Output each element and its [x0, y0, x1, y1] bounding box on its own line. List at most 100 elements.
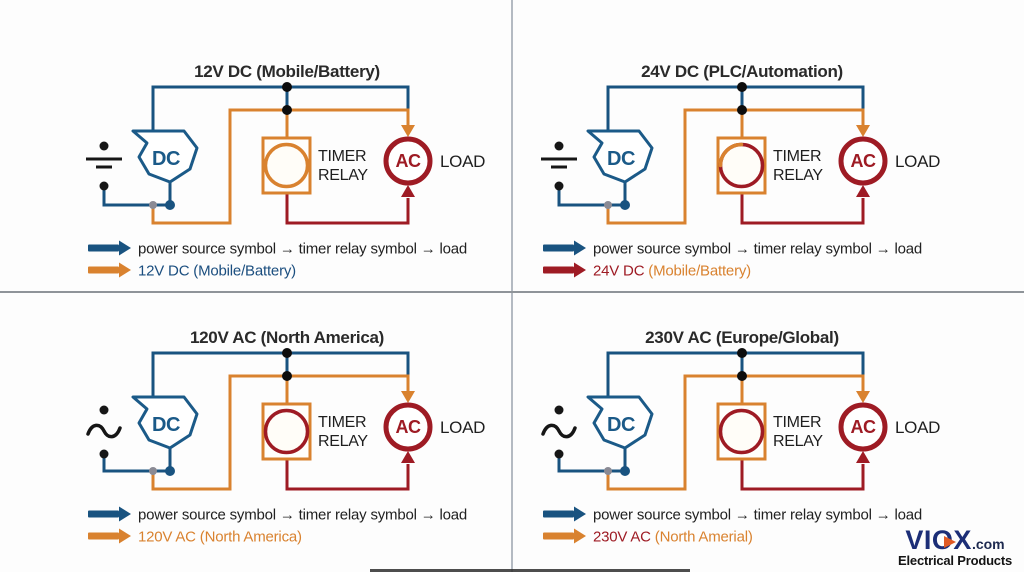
quadrant-230v-ac: 230V AC (Europe/Global): [512, 286, 1024, 572]
relay-label-line1: TIMER: [773, 414, 821, 431]
ac-load-circle: [838, 136, 888, 186]
battery-dot-top: [99, 141, 109, 151]
load-label: LOAD: [440, 418, 485, 437]
legend-arrow-shaft: [543, 266, 574, 274]
red-arrowhead-icon: [401, 451, 415, 463]
legend-line-flow: power source symbol → timer relay symbol…: [543, 506, 922, 524]
junction-dot-blue: [165, 200, 175, 210]
junction-dot: [737, 105, 747, 115]
load-symbol: AC LOAD: [383, 136, 485, 186]
blue-return-wire: [557, 182, 627, 207]
relay-circle: [718, 408, 765, 455]
dc-module-label: DC: [607, 414, 635, 436]
junction-dot: [282, 82, 292, 92]
diagram-title: 230V AC (Europe/Global): [645, 328, 839, 347]
timer-relay-symbol: TIMER RELAY: [261, 402, 369, 461]
load-label: LOAD: [440, 152, 485, 171]
logo-domain-suffix: .com: [971, 536, 1005, 553]
power-source-symbol: DC: [86, 395, 199, 476]
diagram-title: 12V DC (Mobile/Battery): [194, 62, 380, 81]
red-output-wire: [285, 459, 410, 491]
ac-dot-top: [99, 405, 109, 415]
timer-relay-circuit-diagram: 120V AC (North America): [86, 328, 485, 546]
legend-text: power source symbol → timer relay symbol…: [138, 241, 467, 258]
legend-text: power source symbol → timer relay symbol…: [593, 241, 922, 258]
junction-dot-gray: [149, 201, 157, 209]
power-source-symbol: DC: [541, 129, 654, 210]
wires: [102, 351, 415, 491]
dc-module-label: DC: [152, 148, 180, 170]
timer-relay-symbol: TIMER RELAY: [716, 402, 824, 461]
battery-dot-top: [554, 141, 564, 151]
junction-dot-gray: [604, 467, 612, 475]
orange-supply-wire: [606, 108, 865, 225]
junction-dot-blue: [620, 200, 630, 210]
legend-line-voltage: 120V AC (North America): [88, 528, 302, 546]
horizontal-divider: [0, 291, 1024, 293]
load-label: LOAD: [895, 418, 940, 437]
timer-relay-symbol: TIMER RELAY: [716, 136, 824, 195]
legend-text: 12V DC (Mobile/Battery): [138, 263, 296, 280]
battery-symbol: [86, 141, 122, 191]
legend-arrow-shaft: [543, 532, 574, 540]
red-output-wire: [740, 459, 865, 491]
red-arrowhead-icon: [856, 451, 870, 463]
wires: [557, 351, 870, 491]
legend-arrow-shaft: [543, 510, 574, 518]
orange-arrowhead-icon: [856, 125, 870, 137]
dc-module-outline: [131, 395, 199, 450]
legend-text: power source symbol → timer relay symbol…: [593, 507, 922, 524]
timer-relay-circuit-diagram: 24V DC (PLC/Automation): [541, 62, 940, 280]
dc-module-outline: [586, 129, 654, 184]
dc-module-label: DC: [607, 148, 635, 170]
relay-label-line2: RELAY: [773, 433, 823, 450]
vertical-divider: [511, 0, 513, 572]
quadrant-12v-dc: 12V DC (Mobile/Battery): [0, 0, 512, 286]
orange-supply-wire: [606, 374, 865, 491]
legend-arrow-shaft: [88, 510, 119, 518]
junction-dot-blue: [165, 466, 175, 476]
legend-arrow-head-icon: [574, 240, 586, 256]
battery-dot-bottom: [99, 181, 109, 191]
legend-text: 24V DC (Mobile/Battery): [593, 263, 751, 280]
blue-return-wire: [102, 448, 172, 473]
ac-load-symbol-label: AC: [396, 417, 421, 437]
junction-dot: [282, 105, 292, 115]
blue-supply-wire: [606, 85, 865, 132]
diagram-title: 24V DC (PLC/Automation): [641, 62, 843, 81]
red-arrowhead-icon: [856, 185, 870, 197]
ac-load-circle: [838, 402, 888, 452]
junction-dot: [737, 371, 747, 381]
bottom-edge-bar: [370, 569, 690, 572]
orange-arrowhead-icon: [401, 391, 415, 403]
ac-tilde-icon: [541, 423, 577, 439]
legend-line-flow: power source symbol → timer relay symbol…: [88, 240, 467, 258]
relay-label-line1: TIMER: [318, 148, 366, 165]
logo-letter-x: X: [953, 525, 972, 556]
junction-dot-gray: [149, 467, 157, 475]
legend-line-voltage: 230V AC (North Amerial): [543, 528, 753, 546]
legend-arrow-shaft: [88, 266, 119, 274]
legend-arrow-shaft: [543, 244, 574, 252]
power-source-symbol: DC: [86, 129, 199, 210]
load-symbol: AC LOAD: [838, 136, 940, 186]
ac-load-circle: [383, 136, 433, 186]
logo-letters-vi: VI: [905, 525, 932, 556]
ac-sine-symbol: [86, 405, 122, 459]
diagram-title: 120V AC (North America): [190, 328, 384, 347]
blue-supply-wire: [606, 351, 865, 398]
legend-line-flow: power source symbol → timer relay symbol…: [543, 240, 922, 258]
red-output-wire: [740, 193, 865, 225]
legend: power source symbol → timer relay symbol…: [543, 506, 922, 546]
legend-arrow-head-icon: [574, 262, 586, 278]
load-label: LOAD: [895, 152, 940, 171]
ac-load-symbol-label: AC: [851, 151, 876, 171]
timer-relay-symbol: TIMER RELAY: [261, 136, 369, 195]
legend-arrow-shaft: [88, 244, 119, 252]
relay-label-line1: TIMER: [318, 414, 366, 431]
load-symbol: AC LOAD: [383, 402, 485, 452]
